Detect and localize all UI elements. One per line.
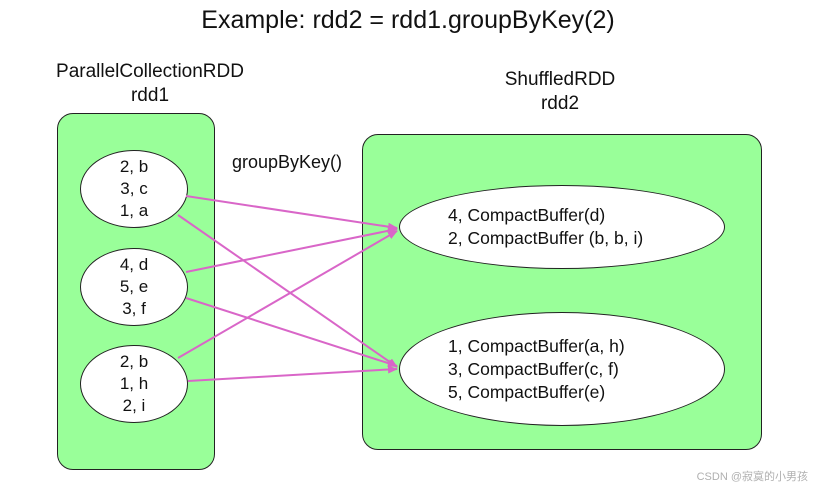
arrow-p0-to-out1: [177, 214, 398, 368]
right-partition-0: 4, CompactBuffer(d) 2, CompactBuffer (b,…: [399, 185, 725, 269]
left-partition-2: 2, b 1, h 2, i: [80, 345, 188, 423]
record: 2, b: [119, 157, 149, 176]
operation-label: groupByKey(): [232, 152, 343, 172]
record: 1, h: [119, 374, 149, 393]
record: 1, a: [119, 201, 149, 220]
arrow-p2-to-out1: [187, 365, 398, 382]
left-partition-1: 4, d 5, e 3, f: [80, 248, 188, 326]
watermark: CSDN @寂寞的小男孩: [696, 471, 808, 483]
left-rdd-name-label: rdd1: [130, 85, 170, 106]
record: 2, CompactBuffer (b, b, i): [448, 228, 644, 248]
diagram-title: Example: rdd2 = rdd1.groupByKey(2): [201, 6, 615, 34]
record: 2, b: [119, 352, 149, 371]
left-partition-0: 2, b 3, c 1, a: [80, 150, 188, 228]
record: 4, d: [119, 255, 149, 274]
record: 2, i: [122, 396, 146, 415]
right-rdd-name-label: rdd2: [540, 93, 580, 114]
record: 5, e: [119, 277, 149, 296]
left-rdd-type-label: ParallelCollectionRDD: [56, 61, 244, 82]
record: 3, CompactBuffer(c, f): [448, 358, 619, 379]
record: 1, CompactBuffer(a, h): [448, 335, 625, 356]
arrow-p2-to-out0: [177, 230, 398, 359]
record: 3, f: [122, 299, 146, 318]
arrow-p0-to-out0: [185, 195, 398, 231]
right-rdd-type-label: ShuffledRDD: [504, 69, 616, 90]
right-partition-1: 1, CompactBuffer(a, h) 3, CompactBuffer(…: [399, 312, 725, 426]
arrow-p1-to-out0: [185, 226, 398, 273]
record: 4, CompactBuffer(d): [448, 205, 606, 225]
arrow-p1-to-out1: [185, 297, 398, 368]
record: 3, c: [120, 179, 148, 198]
record: 5, CompactBuffer(e): [448, 381, 606, 402]
